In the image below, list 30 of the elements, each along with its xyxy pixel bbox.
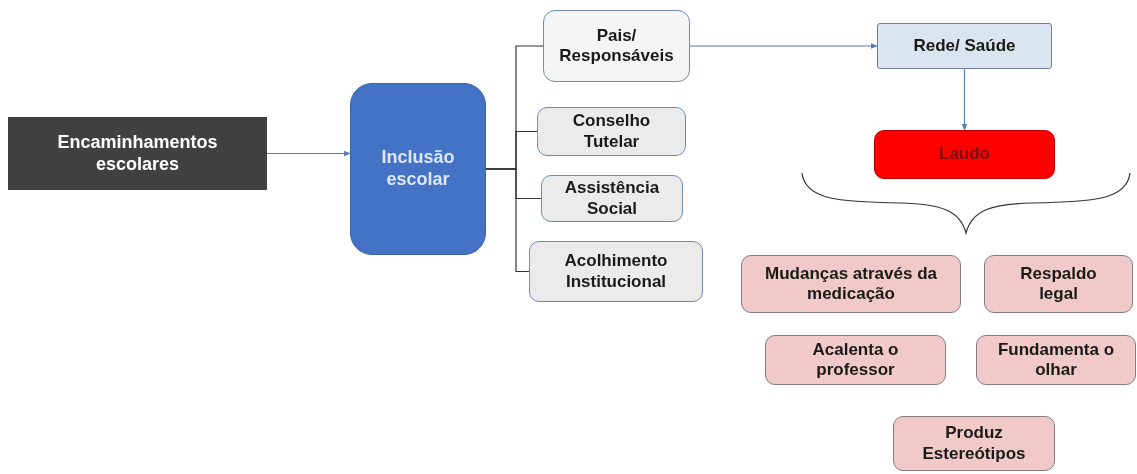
box-text: Acalenta o professor	[811, 339, 900, 381]
box-text: Produz Estereótipos	[921, 423, 1027, 464]
bracket-line	[485, 168, 530, 273]
box-text: Mudanças através da medicação	[764, 263, 938, 305]
process-box	[537, 107, 686, 156]
outcome-box	[765, 335, 946, 385]
process-box	[541, 175, 683, 222]
box-text: Rede/ Saúde	[913, 35, 1016, 57]
box-text: Laudo	[939, 144, 990, 165]
box-text: Acolhimento Institucional	[563, 251, 669, 292]
outcome-box	[984, 255, 1133, 313]
box-text: Respaldo legal	[1019, 263, 1098, 305]
box-text: Pais/ Responsáveis	[558, 25, 675, 67]
process-box	[350, 83, 486, 255]
process-box	[543, 10, 690, 82]
arrow	[961, 68, 968, 131]
result-box	[874, 130, 1055, 179]
process-box	[877, 23, 1052, 69]
box-text: Conselho Tutelar	[571, 111, 652, 152]
arrow	[689, 43, 878, 49]
outcome-box	[741, 255, 961, 313]
outcome-box	[893, 416, 1055, 471]
process-box	[529, 241, 703, 302]
process-box	[8, 117, 267, 190]
box-text: Fundamenta o olhar	[996, 339, 1116, 381]
arrow	[266, 150, 351, 157]
box-text: Assistência Social	[563, 178, 661, 219]
box-text: Inclusão escolar	[380, 147, 456, 191]
outcome-box	[976, 335, 1136, 385]
box-text: Encaminhamentos escolares	[56, 131, 219, 176]
